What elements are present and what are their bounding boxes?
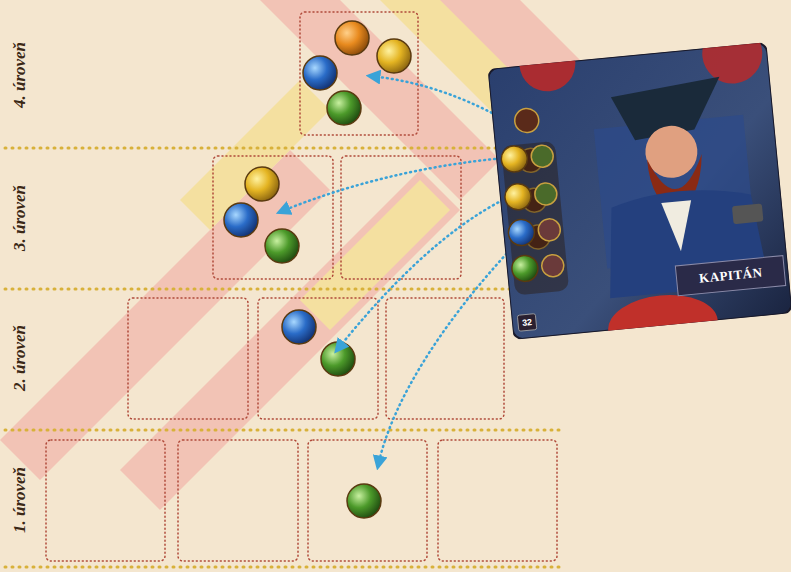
leader-arrow <box>337 198 507 350</box>
level-label: 2. úroveň <box>10 325 30 391</box>
card-illustration <box>488 42 791 340</box>
card-number: 32 <box>522 317 533 328</box>
level-label: 3. úroveň <box>10 185 30 251</box>
leader-arrow <box>280 158 505 212</box>
level-label: 1. úroveň <box>10 467 30 533</box>
leader-arrow <box>378 250 510 466</box>
leader-arrow <box>370 76 505 120</box>
character-card: KAPITÁN32 <box>488 42 791 340</box>
level-label: 4. úroveň <box>10 42 30 108</box>
